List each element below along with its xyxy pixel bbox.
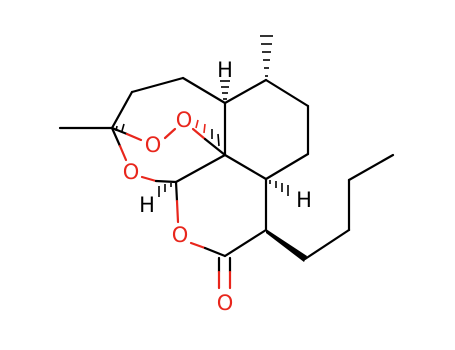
bond — [175, 199, 180, 224]
hashed-wedge-quaternary — [195, 119, 220, 147]
bond — [154, 179, 178, 184]
atom-h-right: H — [296, 188, 312, 212]
bond — [174, 180, 179, 203]
bond — [223, 153, 268, 181]
peroxide-bond — [163, 127, 177, 140]
bond — [125, 132, 143, 142]
bond — [223, 228, 268, 258]
bond — [303, 228, 351, 261]
bond — [110, 126, 129, 136]
atom-h-top: H — [217, 58, 233, 82]
carbon-bonds — [58, 76, 395, 258]
atom-o-peroxide-lower: O — [145, 133, 162, 157]
atom-o-peroxide-upper: O — [176, 108, 193, 132]
stereo-bonds — [115, 35, 351, 262]
hashed-wedge-h-top — [220, 80, 230, 100]
hashed-wedge-peroxide — [115, 123, 125, 132]
atom-o-carbonyl: O — [217, 291, 234, 315]
atom-o-ketal: O — [123, 160, 140, 184]
bond — [191, 127, 207, 141]
hashed-wedge-h-left — [158, 183, 172, 197]
atom-labels: O O O O O H H H — [123, 58, 312, 315]
hashed-wedge-methyl — [260, 35, 273, 77]
bond — [110, 90, 134, 130]
bond — [118, 144, 128, 162]
bond — [203, 137, 227, 157]
bond — [189, 241, 207, 250]
bond — [140, 175, 158, 183]
wedge-bond — [266, 229, 307, 262]
bond — [130, 76, 185, 94]
bond — [264, 78, 310, 108]
bond — [347, 153, 395, 182]
heteroatom-bonds — [110, 126, 232, 290]
bond — [174, 153, 227, 184]
bond — [264, 152, 310, 181]
bond — [203, 246, 227, 258]
bond — [110, 126, 122, 148]
bond — [181, 76, 227, 105]
bond — [223, 78, 268, 105]
atom-h-left: H — [139, 193, 155, 217]
atom-o-lactone-ring: O — [172, 223, 189, 247]
hashed-wedge-h-right — [269, 180, 289, 196]
